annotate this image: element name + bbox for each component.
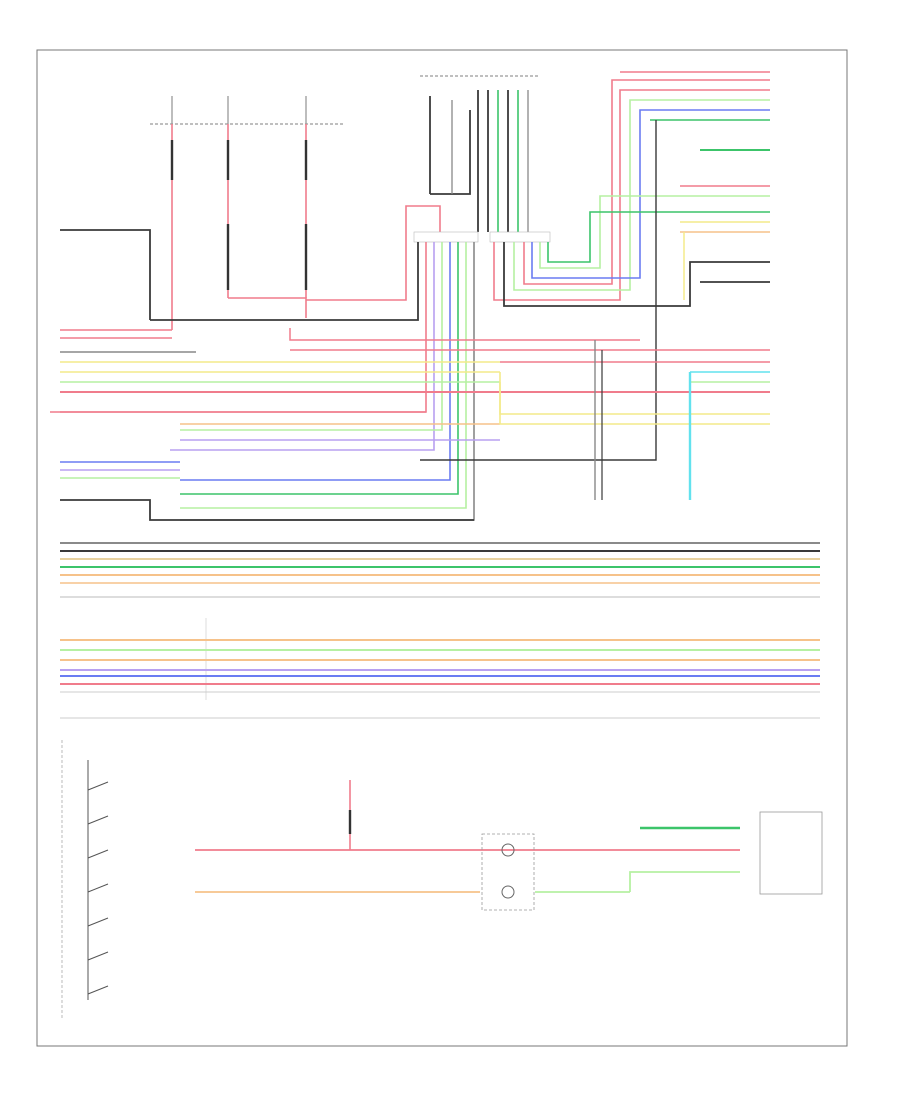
- diagram-border: [36, 49, 848, 1047]
- center-connector: [50, 79, 770, 521]
- center-top-module: [420, 75, 540, 232]
- right-module-2-lines: [290, 340, 770, 500]
- full-bus-1: [60, 542, 820, 598]
- left-bus: [60, 229, 770, 521]
- fuse-section: [150, 96, 441, 330]
- full-bus-2: [60, 618, 820, 719]
- bottom-switch-section: [61, 740, 823, 1020]
- upper-right-module: [289, 71, 770, 341]
